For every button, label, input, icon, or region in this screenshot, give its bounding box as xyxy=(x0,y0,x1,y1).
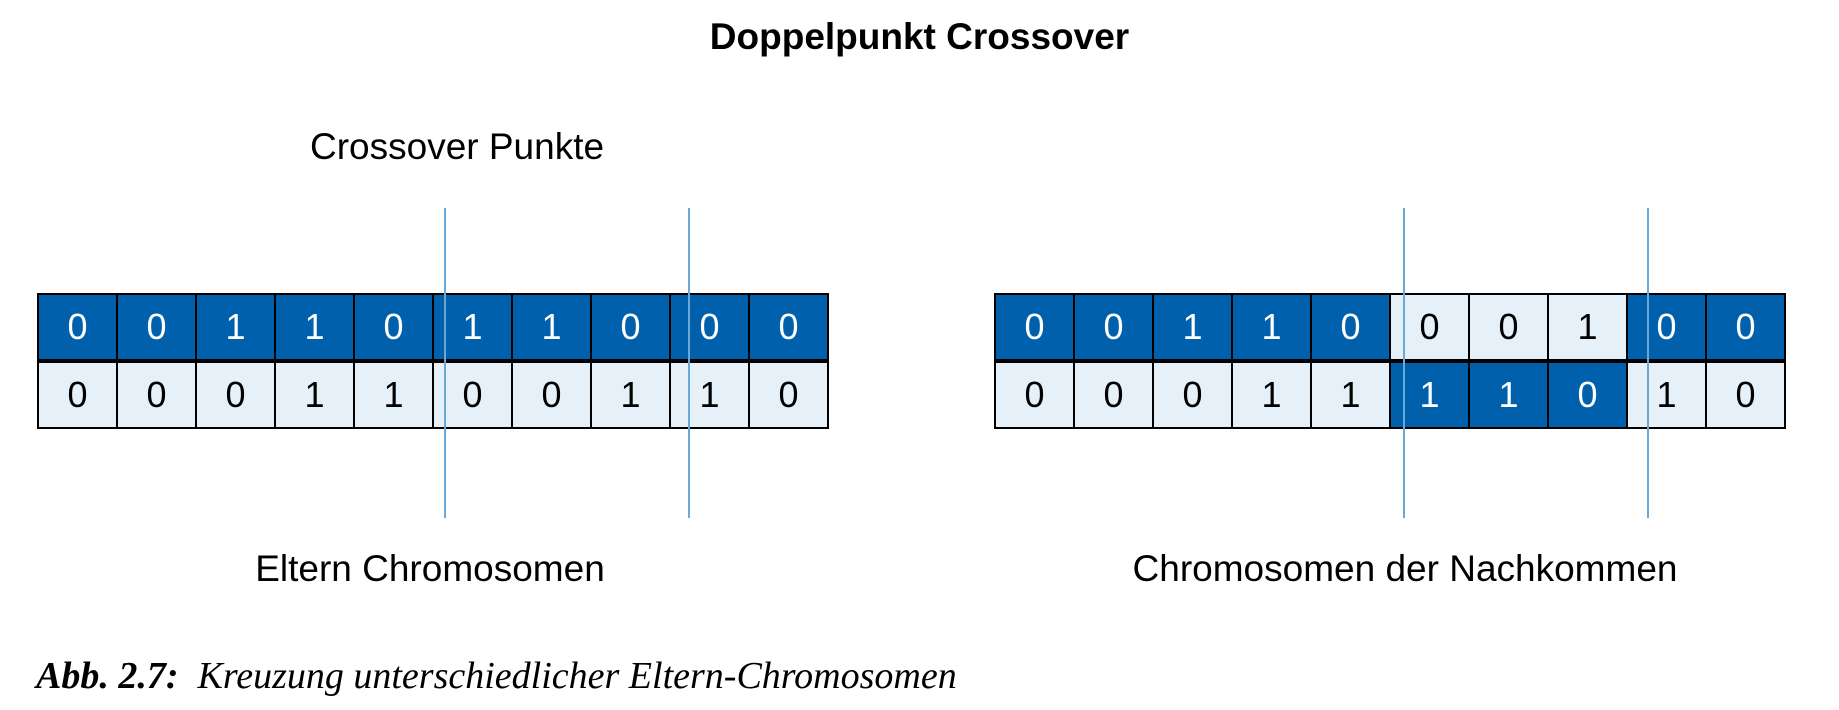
caption-text: Kreuzung unterschiedlicher Eltern-Chromo… xyxy=(197,655,957,697)
gene-cell: 0 xyxy=(1705,361,1786,429)
gene-cell: 1 xyxy=(274,293,355,361)
gene-cell: 0 xyxy=(1389,293,1470,361)
offspring-label: Chromosomen der Nachkommen xyxy=(1132,548,1678,589)
crossover-points-label: Crossover Punkte xyxy=(310,126,605,167)
gene-cell: 0 xyxy=(1626,293,1707,361)
gene-cell: 1 xyxy=(669,361,750,429)
gene-cell: 0 xyxy=(669,293,750,361)
gene-cell: 0 xyxy=(1705,293,1786,361)
gene-cell: 0 xyxy=(994,293,1075,361)
gene-cell: 0 xyxy=(994,361,1075,429)
gene-cell: 1 xyxy=(1547,293,1628,361)
gene-cell: 0 xyxy=(1547,361,1628,429)
gene-cell: 0 xyxy=(511,361,592,429)
gene-cell: 0 xyxy=(116,361,197,429)
gene-cell: 0 xyxy=(116,293,197,361)
gene-cell: 1 xyxy=(1468,361,1549,429)
gene-cell: 1 xyxy=(1310,361,1391,429)
gene-cell: 0 xyxy=(37,293,118,361)
gene-cell: 1 xyxy=(274,361,355,429)
gene-cell: 1 xyxy=(1626,361,1707,429)
gene-cell: 0 xyxy=(37,361,118,429)
crossover-line-offspring-1 xyxy=(1403,208,1405,518)
gene-cell: 1 xyxy=(1231,293,1312,361)
gene-cell: 0 xyxy=(748,293,829,361)
gene-cell: 0 xyxy=(1310,293,1391,361)
gene-cell: 1 xyxy=(590,361,671,429)
diagram-title: Doppelpunkt Crossover xyxy=(709,16,1130,57)
gene-cell: 1 xyxy=(1231,361,1312,429)
gene-cell: 1 xyxy=(1389,361,1470,429)
caption-prefix: Abb. 2.7: xyxy=(36,655,179,697)
gene-cell: 0 xyxy=(748,361,829,429)
crossover-line-parent-2 xyxy=(688,208,690,518)
gene-cell: 0 xyxy=(1073,361,1154,429)
figure-caption: Abb. 2.7: Kreuzung unterschiedlicher Elt… xyxy=(36,654,957,698)
gene-cell: 1 xyxy=(353,361,434,429)
gene-cell: 0 xyxy=(195,361,276,429)
gene-cell: 0 xyxy=(1073,293,1154,361)
crossover-line-offspring-2 xyxy=(1647,208,1649,518)
gene-cell: 0 xyxy=(590,293,671,361)
gene-cell: 0 xyxy=(1152,361,1233,429)
gene-cell: 1 xyxy=(511,293,592,361)
gene-cell: 0 xyxy=(1468,293,1549,361)
gene-cell: 1 xyxy=(195,293,276,361)
gene-cell: 0 xyxy=(353,293,434,361)
crossover-line-parent-1 xyxy=(444,208,446,518)
gene-cell: 1 xyxy=(1152,293,1233,361)
parents-label: Eltern Chromosomen xyxy=(255,548,605,589)
